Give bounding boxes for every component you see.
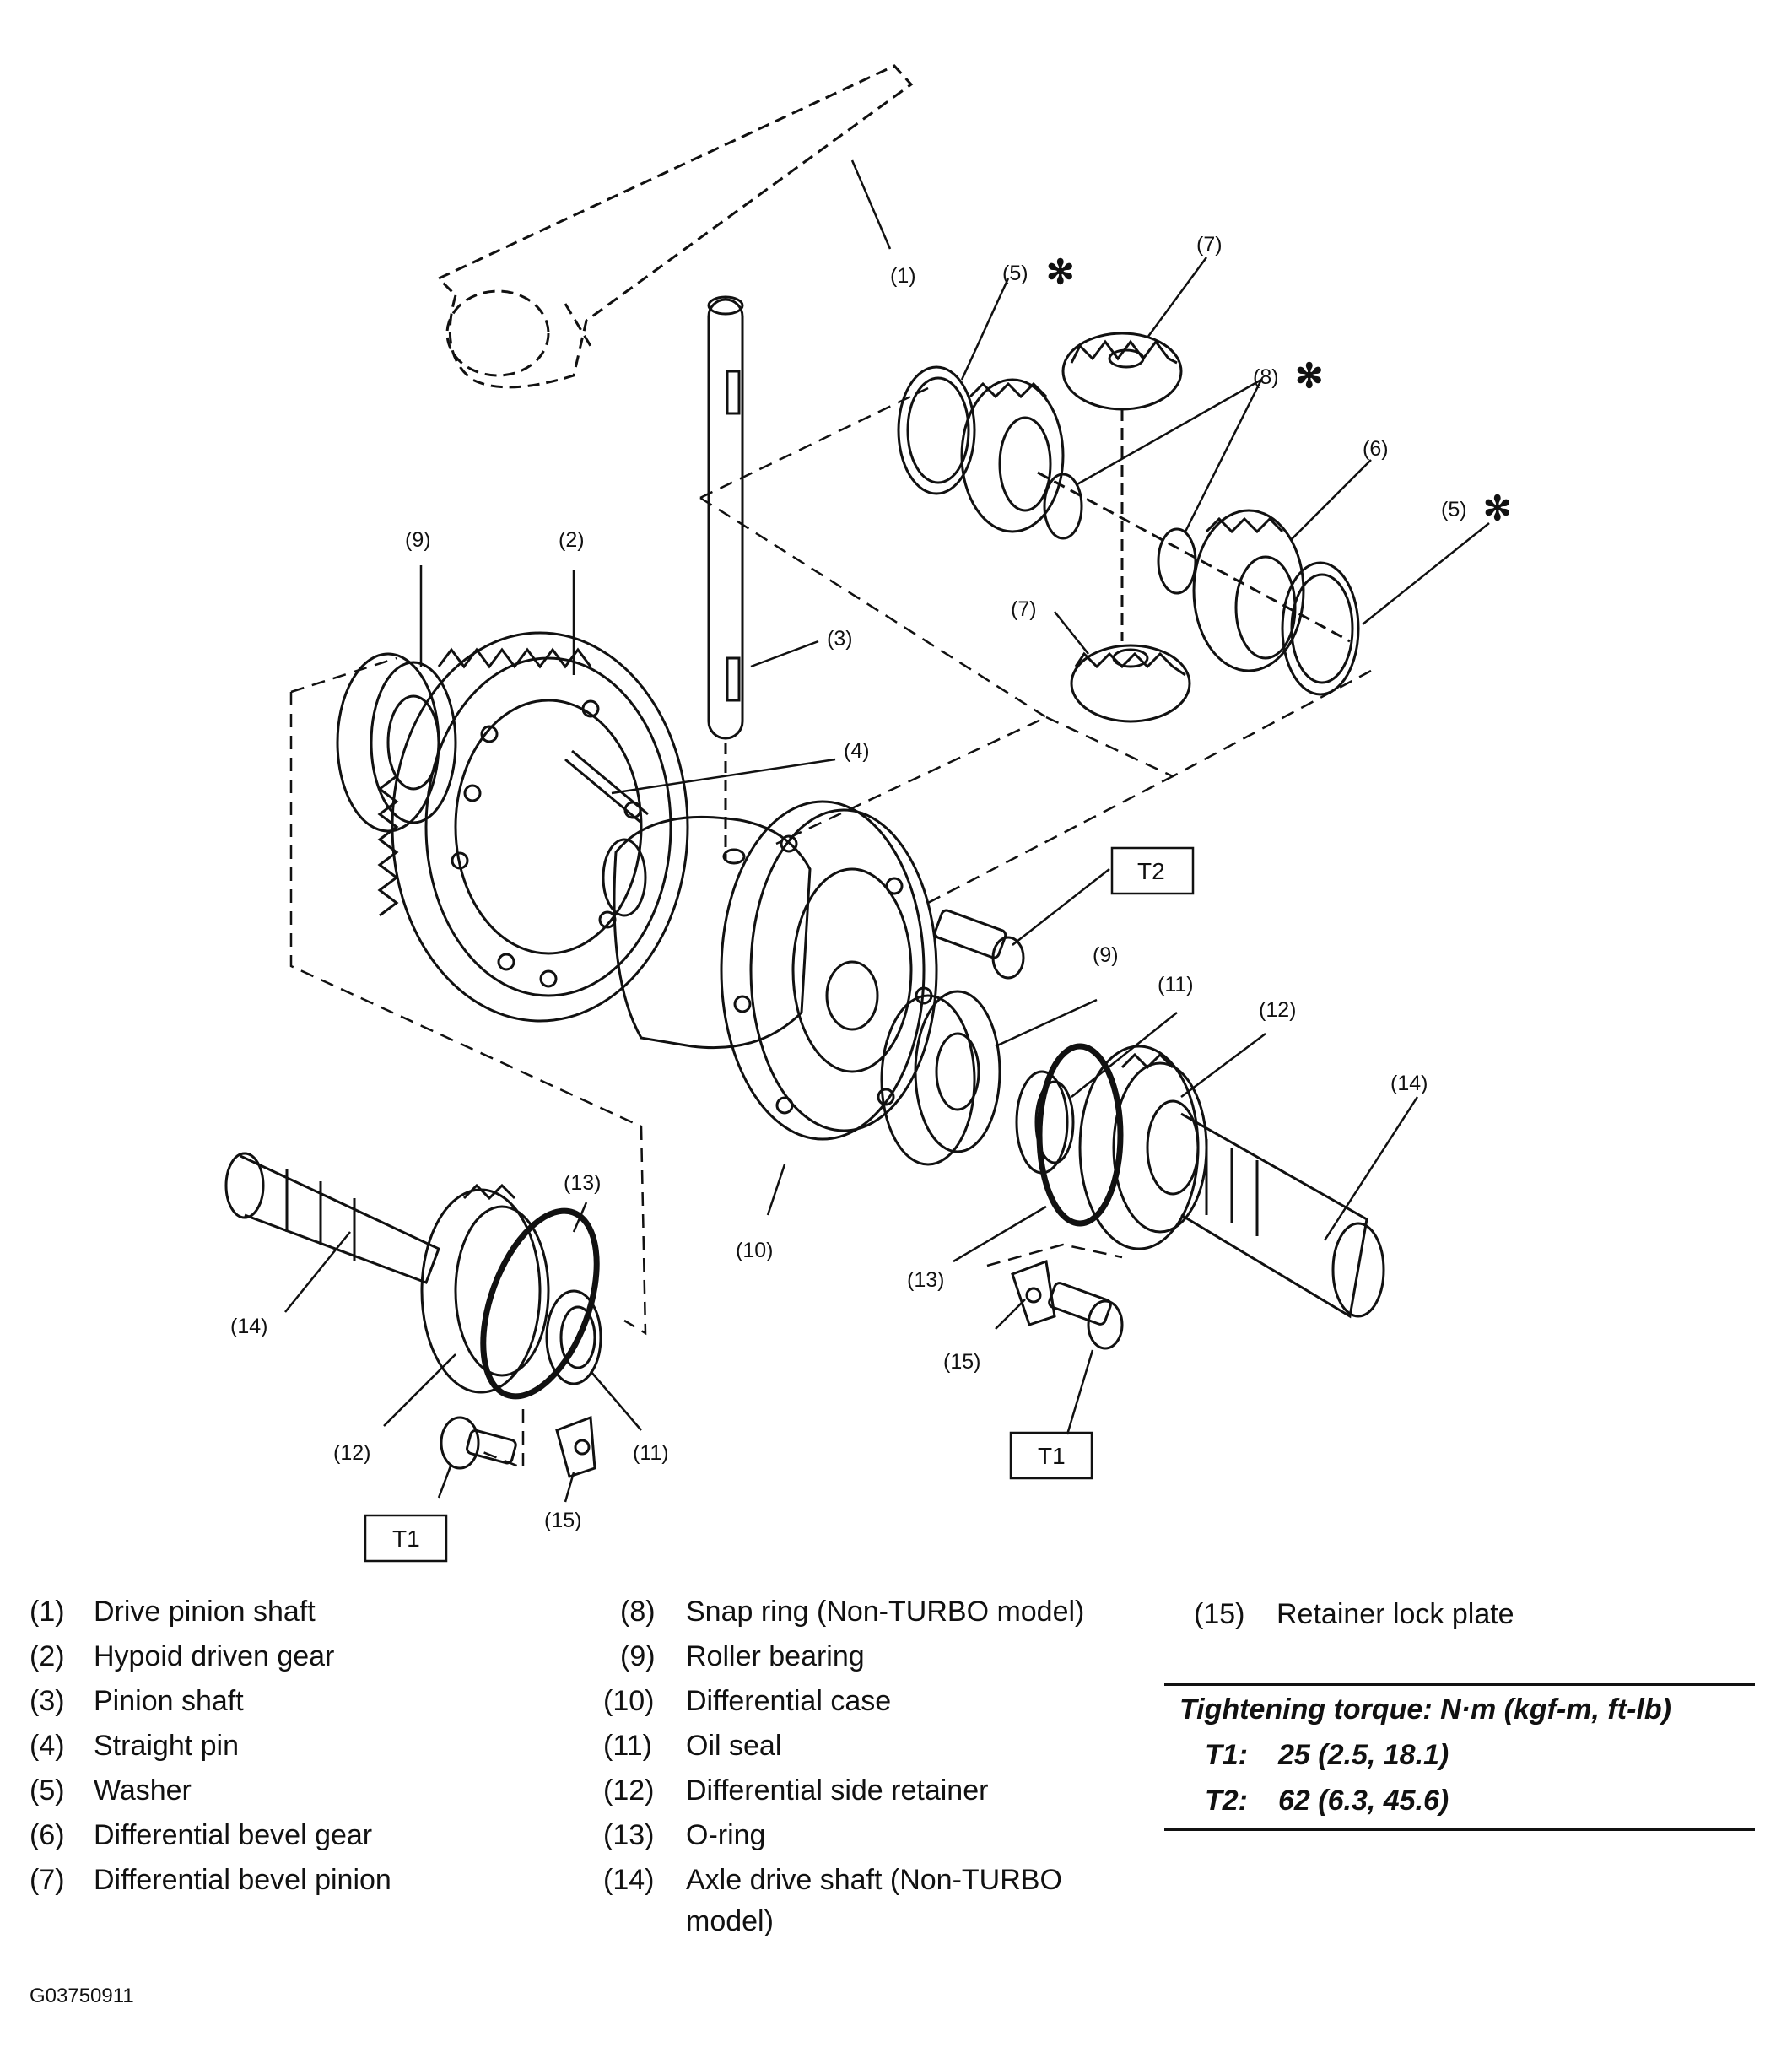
legend-number: (10)	[603, 1685, 655, 1717]
legend-number: (11)	[603, 1730, 652, 1762]
legend-text: Washer	[94, 1774, 192, 1807]
callout-15-left: (15)	[544, 1509, 581, 1532]
callout-9-upper: (9)	[405, 528, 431, 552]
callout-11-right: (11)	[1158, 973, 1194, 996]
washer-lower	[1281, 561, 1360, 696]
legend-text: Differential case	[686, 1685, 892, 1717]
drive-pinion-shaft	[436, 64, 914, 389]
pinion-shaft	[707, 295, 744, 861]
torque-t2-label: T2:	[1205, 1785, 1248, 1817]
legend-number: (2)	[30, 1640, 65, 1672]
callout-5-upper: (5)	[1002, 262, 1028, 285]
t2-label: T2	[1137, 858, 1165, 884]
legend-text: Axle drive shaft (Non-TURBO	[686, 1864, 1062, 1896]
callout-14-left: (14)	[230, 1315, 267, 1338]
torque-t1-label: T1:	[1205, 1739, 1248, 1771]
callout-7-upper: (7)	[1196, 233, 1223, 257]
snap-ring-upper	[1043, 473, 1083, 540]
legend-number: (15)	[1194, 1598, 1245, 1630]
legend-number: (9)	[620, 1640, 656, 1672]
asterisk-8: ✻	[1295, 358, 1324, 395]
callout-2: (2)	[559, 528, 585, 552]
washer-upper	[897, 365, 976, 495]
callout-4: (4)	[844, 739, 870, 763]
callout-3: (3)	[827, 627, 853, 651]
torque-bottom-rule	[1164, 1828, 1755, 1831]
lock-plate-right	[1011, 1259, 1056, 1326]
legend-number: (3)	[30, 1685, 65, 1717]
t2-bolt	[933, 909, 1025, 980]
torque-t1-value: 25 (2.5, 18.1)	[1278, 1739, 1449, 1771]
o-ring-right	[1036, 1043, 1124, 1227]
callout-11-left: (11)	[633, 1441, 669, 1465]
callout-7-lower: (7)	[1011, 597, 1037, 621]
legend-text: Pinion shaft	[94, 1685, 244, 1717]
exploded-differential-diagram: (1) (5) ✻ (7) (8) ✻ (6) (5) ✻ (7) (9) (2…	[224, 64, 1512, 1563]
legend-text: Differential bevel pinion	[94, 1864, 391, 1896]
asterisk-5-lower: ✻	[1483, 490, 1512, 527]
callout-14-right: (14)	[1390, 1072, 1428, 1095]
bevel-gear-lower	[1192, 509, 1305, 672]
legend-text: model)	[686, 1905, 774, 1937]
callout-13-left: (13)	[564, 1171, 601, 1195]
torque-t2-value: 62 (6.3, 45.6)	[1278, 1785, 1449, 1817]
o-ring-left	[480, 1207, 600, 1400]
oil-seal-left	[545, 1289, 602, 1385]
legend-number: (1)	[30, 1596, 65, 1628]
snap-ring-lower	[1157, 527, 1197, 595]
callout-8: (8)	[1253, 365, 1279, 389]
t1-box-right	[1009, 1431, 1093, 1480]
legend-number: (8)	[620, 1596, 656, 1628]
axle-drive-shaft-left	[224, 1152, 440, 1284]
legend-text: Oil seal	[686, 1730, 782, 1762]
callout-5-lower: (5)	[1441, 498, 1467, 521]
legend-text: Snap ring (Non-TURBO model)	[686, 1596, 1085, 1628]
side-retainer-left	[420, 1183, 550, 1394]
legend-number: (13)	[603, 1819, 655, 1851]
legend-text: Hypoid driven gear	[94, 1640, 335, 1672]
legend-number: (12)	[603, 1774, 655, 1807]
t1-bolt-left	[440, 1416, 517, 1470]
legend-number: (4)	[30, 1730, 65, 1762]
figure-code: G03750911	[30, 1985, 134, 2007]
t1-label-left: T1	[392, 1526, 420, 1552]
roller-bearing-right	[880, 990, 1001, 1166]
callout-6: (6)	[1363, 437, 1389, 461]
callout-15-right: (15)	[943, 1350, 980, 1374]
torque-heading: Tightening torque: N·m (kgf-m, ft-lb)	[1179, 1693, 1671, 1726]
callout-12-right: (12)	[1259, 998, 1296, 1022]
callout-9-lower: (9)	[1093, 943, 1119, 967]
asterisk-5-upper: ✻	[1046, 254, 1075, 291]
callout-13-right: (13)	[907, 1268, 944, 1292]
bevel-pinion-upper	[1061, 332, 1183, 411]
legend-number: (7)	[30, 1864, 65, 1896]
torque-top-rule	[1164, 1683, 1755, 1686]
axle-drive-shaft-right	[1180, 1112, 1385, 1319]
callout-12-left: (12)	[333, 1441, 370, 1465]
t1-box-left	[364, 1514, 448, 1563]
legend-text: Differential side retainer	[686, 1774, 989, 1807]
legend-text: Straight pin	[94, 1730, 239, 1762]
legend-number: (6)	[30, 1819, 65, 1851]
bevel-gear-upper	[960, 378, 1065, 533]
legend-text: Differential bevel gear	[94, 1819, 373, 1851]
legend-number: (14)	[603, 1864, 655, 1896]
hypoid-driven-gear	[377, 631, 689, 1023]
legend-text: O-ring	[686, 1819, 766, 1851]
callout-1: (1)	[890, 264, 916, 288]
roller-bearing-left	[336, 652, 457, 833]
lock-plate-left	[555, 1415, 596, 1478]
legend-text: Retainer lock plate	[1277, 1598, 1514, 1630]
assembly-boundary-lines	[289, 386, 1372, 1470]
t2-box	[1110, 846, 1195, 895]
legend-text: Drive pinion shaft	[94, 1596, 316, 1628]
legend-number: (5)	[30, 1774, 65, 1807]
bevel-pinion-lower	[1070, 644, 1191, 723]
differential-case	[602, 800, 938, 1141]
leader-lines	[284, 159, 1490, 1503]
t1-bolt-right	[1048, 1282, 1124, 1350]
callout-10: (10)	[736, 1239, 773, 1262]
t1-label-right: T1	[1038, 1443, 1066, 1469]
legend-text: Roller bearing	[686, 1640, 865, 1672]
